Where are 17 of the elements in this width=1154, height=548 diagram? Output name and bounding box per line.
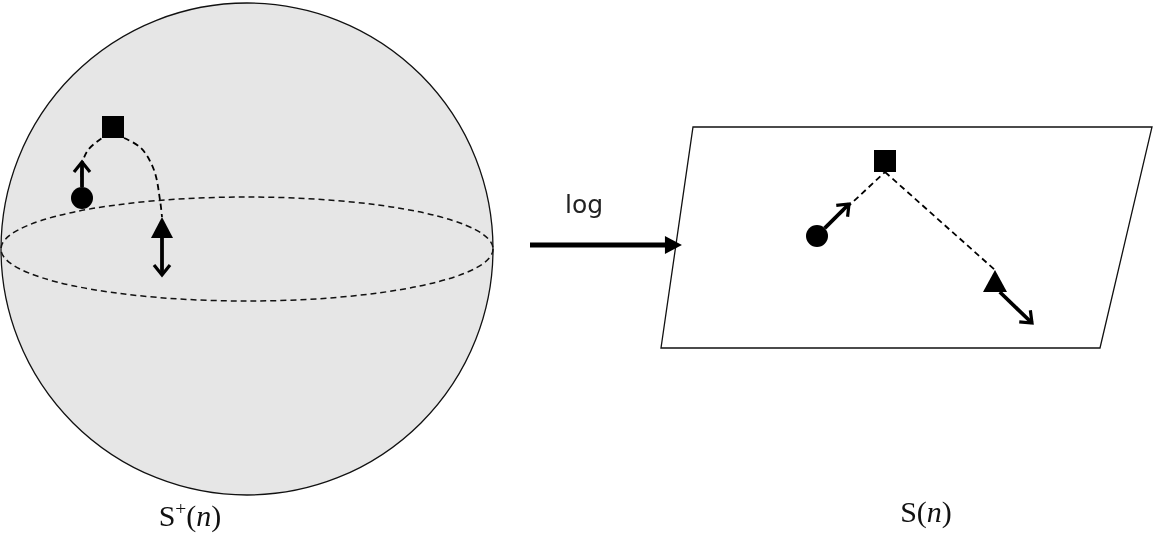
- tangent-arrow: [998, 290, 1034, 325]
- tangent-arrow: [72, 160, 92, 187]
- parallelogram-plane: [660, 126, 1153, 349]
- tangent-arrow: [823, 202, 851, 230]
- arrow: [530, 236, 682, 254]
- set-label: S$^{+}$(n): [158, 498, 222, 534]
- dashed-line: [884, 171, 996, 271]
- dot-marker: [71, 187, 93, 209]
- dot-marker: [806, 225, 828, 247]
- dashed-curve: [123, 137, 163, 218]
- square-marker: [102, 116, 124, 138]
- set-label: S(n): [900, 494, 952, 530]
- triangle-marker: [151, 217, 173, 238]
- square-marker: [874, 150, 896, 172]
- sphere: [0, 2, 494, 496]
- triangle-marker: [983, 270, 1007, 292]
- tangent-arrow: [152, 238, 172, 277]
